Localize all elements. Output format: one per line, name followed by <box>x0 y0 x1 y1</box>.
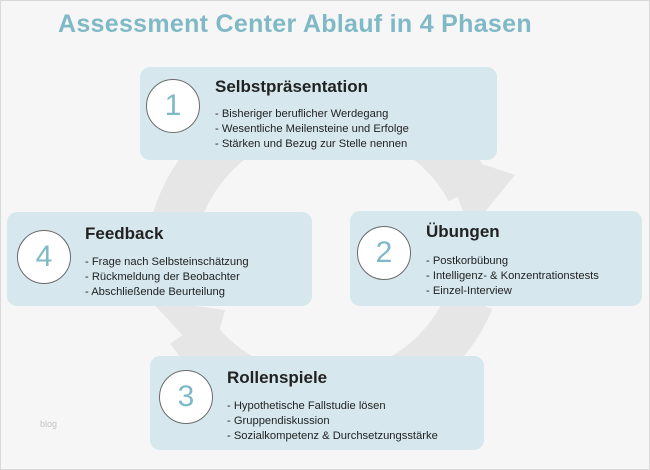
list-item: - Postkorbübung <box>426 255 509 267</box>
phase-title-1: Selbstpräsentation <box>215 77 369 96</box>
list-item: - Stärken und Bezug zur Stelle nennen <box>215 138 408 150</box>
list-item: - Intelligenz- & Konzentrationstests <box>426 270 599 282</box>
phase-card-3: 3 Rollenspiele - Hypothetische Fallstudi… <box>150 356 484 450</box>
phase-number-4: 4 <box>17 230 71 284</box>
list-item: - Einzel-Interview <box>426 285 512 297</box>
phase-number-1: 1 <box>146 79 200 133</box>
list-item: - Wesentliche Meilensteine und Erfolge <box>215 123 409 135</box>
list-item: - Abschließende Beurteilung <box>85 286 225 298</box>
list-item: - Sozialkompetenz & Durchsetzungsstärke <box>227 430 438 442</box>
phase-card-1: 1 Selbstpräsentation - Bisheriger berufl… <box>140 67 497 160</box>
phase-card-2: 2 Übungen - Postkorbübung - Intelligenz-… <box>350 211 642 306</box>
phase-number-2: 2 <box>357 226 411 280</box>
phase-list-4: - Frage nach Selbsteinschätzung - Rückme… <box>85 255 249 300</box>
phase-title-3: Rollenspiele <box>227 368 328 387</box>
phase-title-2: Übungen <box>426 222 500 241</box>
page-title: Assessment Center Ablauf in 4 Phasen <box>58 10 532 38</box>
phase-number-3: 3 <box>159 370 213 424</box>
phase-list-2: - Postkorbübung - Intelligenz- & Konzent… <box>426 254 599 299</box>
phase-card-4: 4 Feedback - Frage nach Selbsteinschätzu… <box>7 212 312 306</box>
list-item: - Frage nach Selbsteinschätzung <box>85 256 249 268</box>
phase-title-4: Feedback <box>85 224 164 243</box>
phase-list-1: - Bisheriger beruflicher Werdegang - Wes… <box>215 107 409 152</box>
list-item: - Bisheriger beruflicher Werdegang <box>215 108 389 120</box>
list-item: - Hypothetische Fallstudie lösen <box>227 400 386 412</box>
list-item: - Gruppendiskussion <box>227 415 330 427</box>
phase-list-3: - Hypothetische Fallstudie lösen - Grupp… <box>227 399 438 444</box>
watermark-text: blog <box>40 419 58 429</box>
list-item: - Rückmeldung der Beobachter <box>85 271 240 283</box>
